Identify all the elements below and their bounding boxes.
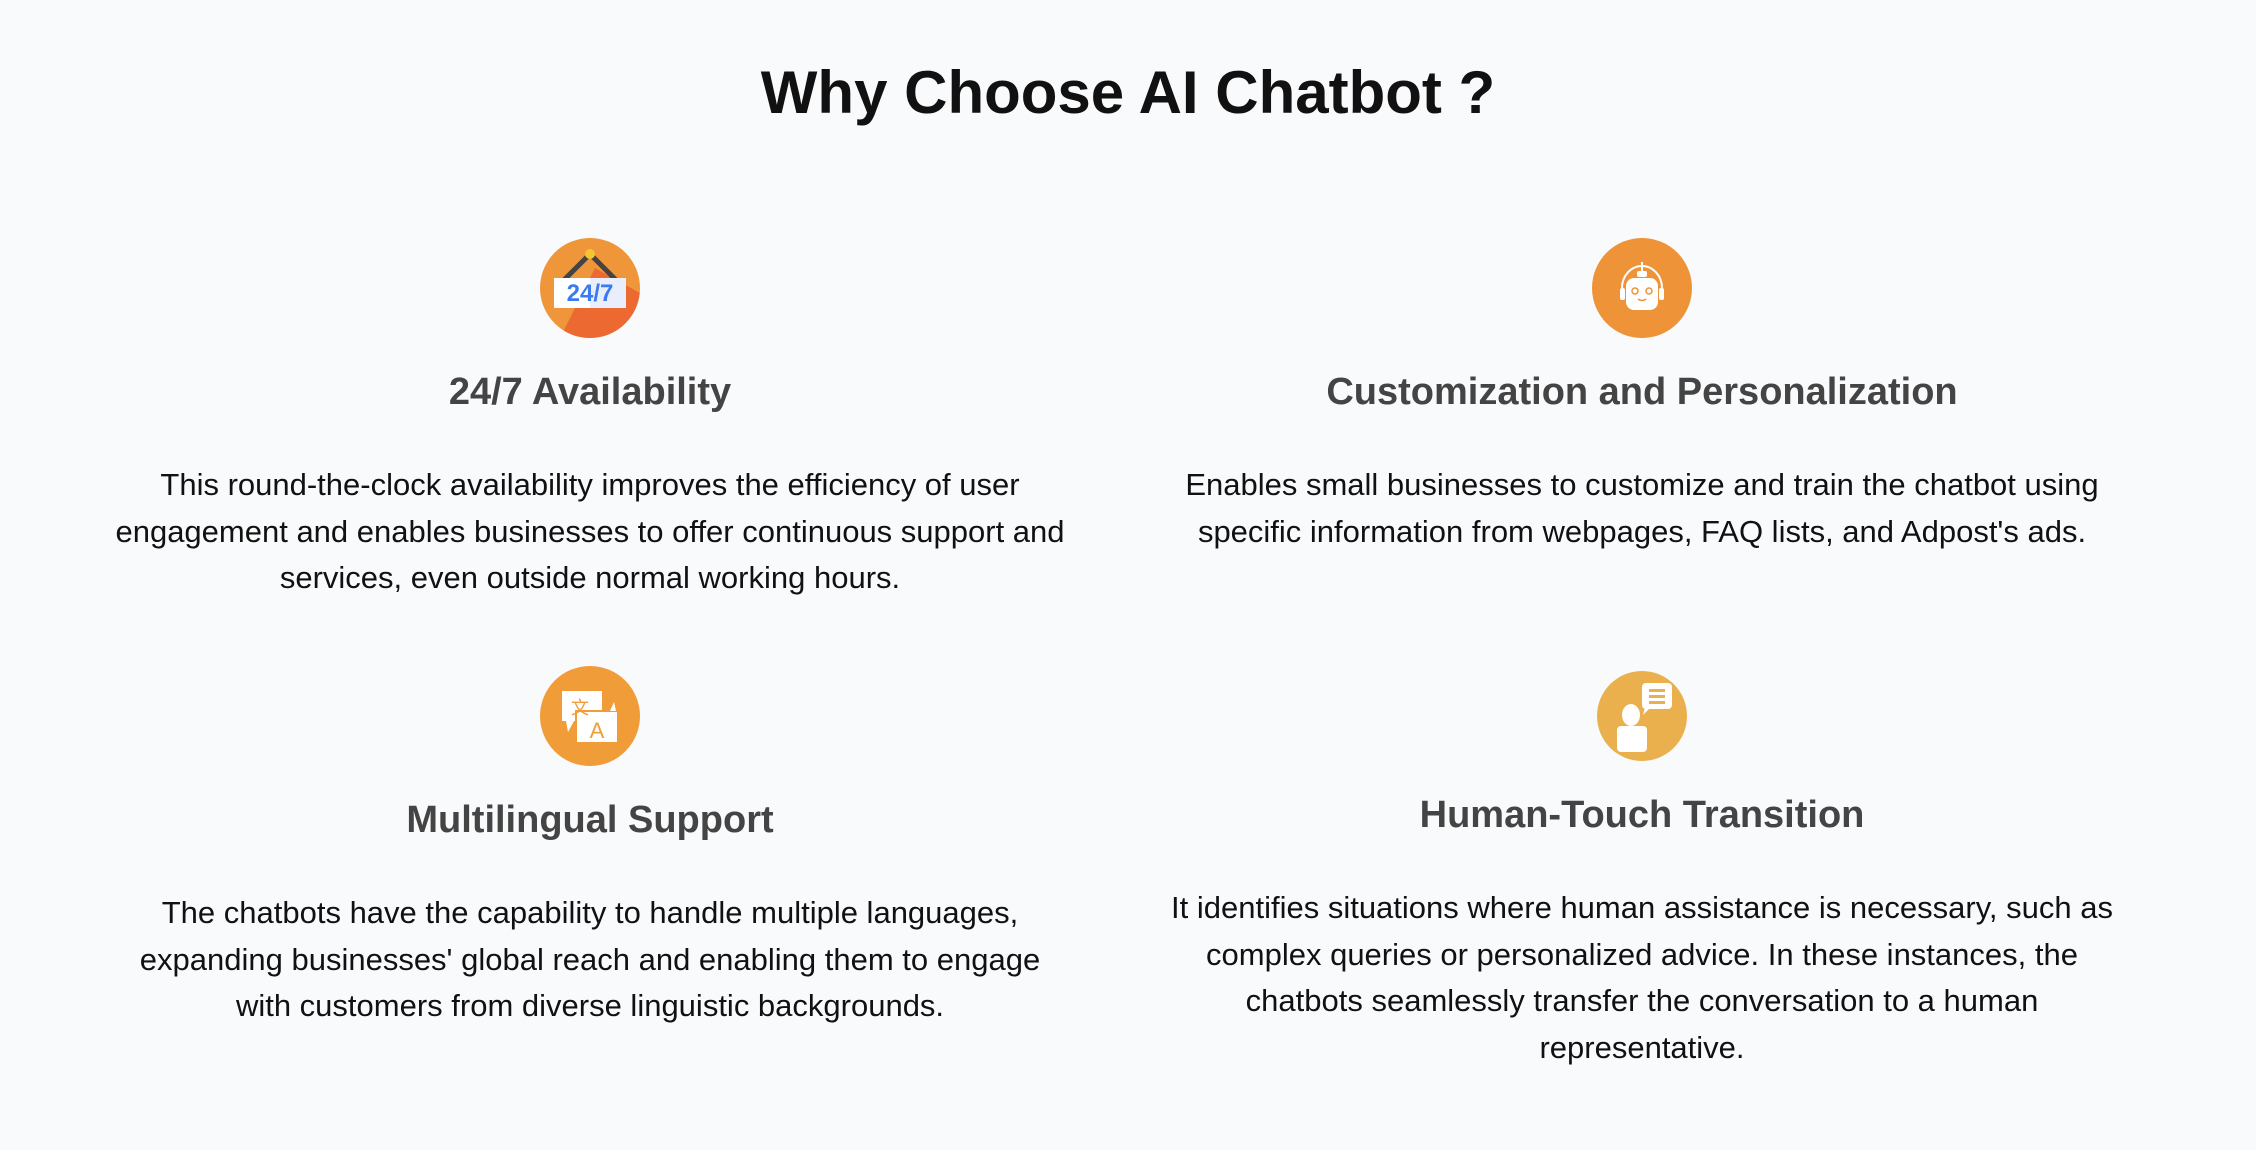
feature-heading: Human-Touch Transition — [1419, 794, 1865, 836]
feature-description: Enables small businesses to customize an… — [1185, 467, 2099, 549]
robot-headset-icon — [1592, 238, 1692, 338]
feature-heading: Customization and Personalization — [1326, 371, 1958, 413]
icon-text: 24/7 — [567, 280, 614, 307]
feature-description: It identifies situations where human ass… — [1171, 890, 2113, 1065]
icon-text: A — [590, 718, 605, 743]
page-title: Why Choose AI Chatbot ? — [760, 59, 1496, 126]
feature-heading: 24/7 Availability — [448, 371, 732, 413]
human-agent-chat-icon — [1597, 671, 1687, 761]
feature-multilingual: 文 A Multilingual Support The chatbots ha… — [100, 666, 1080, 1030]
feature-description: This round-the-clock availability improv… — [115, 467, 1065, 595]
feature-customization: Customization and Personalization Enable… — [1152, 238, 2132, 555]
clock-24-7-icon: 24/7 — [540, 238, 640, 338]
icon-text: 文 — [571, 698, 589, 719]
feature-human-touch: Human-Touch Transition It identifies sit… — [1152, 666, 2132, 1071]
feature-availability: 24/7 24/7 Availability This round-the-cl… — [100, 238, 1080, 602]
translate-icon: 文 A — [540, 666, 640, 766]
feature-heading: Multilingual Support — [406, 799, 774, 841]
feature-description: The chatbots have the capability to hand… — [139, 895, 1041, 1023]
